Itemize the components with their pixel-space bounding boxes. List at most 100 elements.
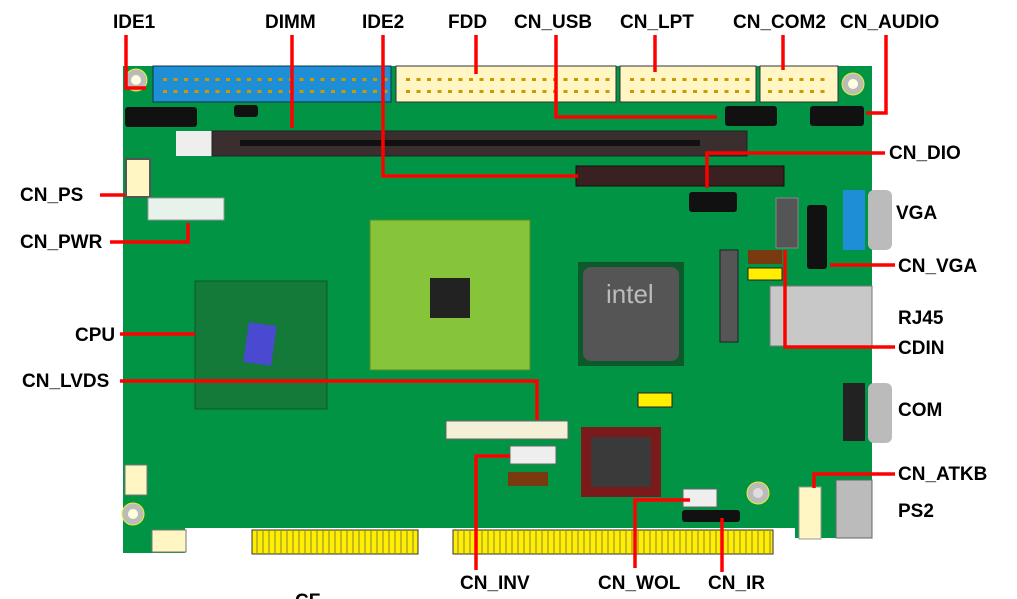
label-cn-dio: CN_DIO — [889, 143, 961, 164]
connector-pin — [542, 78, 547, 81]
dio-header — [689, 192, 737, 212]
connector-pin — [745, 78, 750, 81]
connector-pin — [630, 90, 634, 93]
connector-pin — [563, 90, 568, 93]
connector-pin — [682, 90, 687, 93]
label-cn-lvds: CN_LVDS — [22, 371, 110, 392]
connector-pin — [448, 78, 452, 81]
gold-finger-right — [452, 529, 774, 555]
connector-pin — [184, 78, 188, 81]
ps-connector — [125, 158, 151, 198]
connector-pin — [511, 78, 515, 81]
connector-pin — [500, 90, 505, 93]
connector-pin — [768, 78, 772, 81]
connector-pin — [532, 90, 536, 93]
connector-pin — [651, 78, 655, 81]
label-vga: VGA — [896, 203, 938, 224]
connector-pin — [810, 90, 814, 93]
connector-pin — [341, 78, 346, 81]
label-cn-ir: CN_IR — [708, 573, 766, 594]
ir-header — [682, 510, 740, 522]
label-cn-vga: CN_VGA — [898, 256, 978, 277]
vga-port-shell — [868, 190, 892, 250]
connector-pin — [406, 78, 410, 81]
connector-pin — [703, 90, 708, 93]
connector-pin — [416, 90, 421, 93]
connector-pin — [458, 78, 463, 81]
lpt-connector — [619, 65, 757, 103]
connector-pin — [247, 90, 251, 93]
connector-pin — [352, 78, 356, 81]
jumper — [234, 105, 258, 117]
connector-pin — [799, 78, 804, 81]
label-ide2: IDE2 — [362, 12, 405, 33]
connector-pin — [427, 78, 431, 81]
connector-pin — [778, 78, 783, 81]
leader-line-cn-pwr — [110, 223, 190, 244]
connector-pin — [373, 78, 377, 81]
connector-pin — [672, 78, 676, 81]
connector-pin — [810, 78, 814, 81]
connector-pin — [205, 90, 209, 93]
mounting-hole — [841, 72, 865, 96]
connector-pin — [352, 90, 356, 93]
connector-pin — [268, 90, 272, 93]
connector-pin — [448, 90, 452, 93]
connector-pin — [521, 90, 526, 93]
connector-pin — [331, 90, 335, 93]
connector-pin — [205, 78, 209, 81]
pin-header — [125, 107, 197, 127]
label-dimm: DIMM — [265, 12, 316, 33]
connector-pin — [278, 90, 283, 93]
connector-pin — [247, 78, 251, 81]
leader-line-cdin — [783, 250, 895, 349]
connector-pin — [427, 90, 431, 93]
connector-pin — [820, 78, 825, 81]
connector-pin — [278, 78, 283, 81]
connector-pin — [500, 78, 505, 81]
connector-pin — [605, 78, 610, 81]
label-cn-audio: CN_AUDIO — [840, 12, 940, 33]
intel-chip-marking: intel — [606, 279, 654, 309]
connector-pin — [724, 78, 729, 81]
connector-pin — [373, 90, 377, 93]
label-cn-wol: CN_WOL — [598, 573, 681, 594]
connector-pin — [406, 90, 410, 93]
ps2-port — [835, 479, 873, 539]
connector-pin — [584, 90, 589, 93]
connector-pin — [735, 78, 739, 81]
connector-pin — [574, 90, 578, 93]
connector-pin — [703, 78, 708, 81]
cpu-die — [243, 322, 277, 366]
vga-port-body — [843, 190, 865, 250]
connector-pin — [521, 78, 526, 81]
connector-pin — [820, 90, 825, 93]
connector-pin — [630, 78, 634, 81]
connector-pin — [724, 90, 729, 93]
connector-pin — [789, 90, 793, 93]
leader-line-cn-dio — [705, 151, 885, 188]
connector-pin — [640, 78, 645, 81]
connector-pin — [194, 90, 199, 93]
connector-pin — [714, 90, 718, 93]
pwr-connector — [147, 197, 225, 221]
leader-line-cn-inv — [474, 454, 510, 570]
connector-pin — [490, 78, 494, 81]
mounting-hole — [746, 481, 770, 505]
connector-pin — [574, 78, 578, 81]
leader-line-cn-atkb — [812, 472, 895, 488]
label-cn-ps: CN_PS — [20, 185, 84, 206]
connector-pin — [437, 78, 442, 81]
connector-pin — [215, 78, 220, 81]
connector-pin — [383, 90, 388, 93]
connector-pin — [341, 90, 346, 93]
connector-pin — [672, 90, 676, 93]
connector-pin — [362, 78, 367, 81]
connector-pin — [320, 90, 325, 93]
usb-header — [725, 106, 777, 126]
label-cn-pwr: CN_PWR — [20, 232, 103, 253]
cdin-connector — [775, 197, 799, 249]
wol-connector — [682, 488, 718, 508]
connector-pin — [778, 90, 783, 93]
fdd-connector — [395, 65, 617, 103]
